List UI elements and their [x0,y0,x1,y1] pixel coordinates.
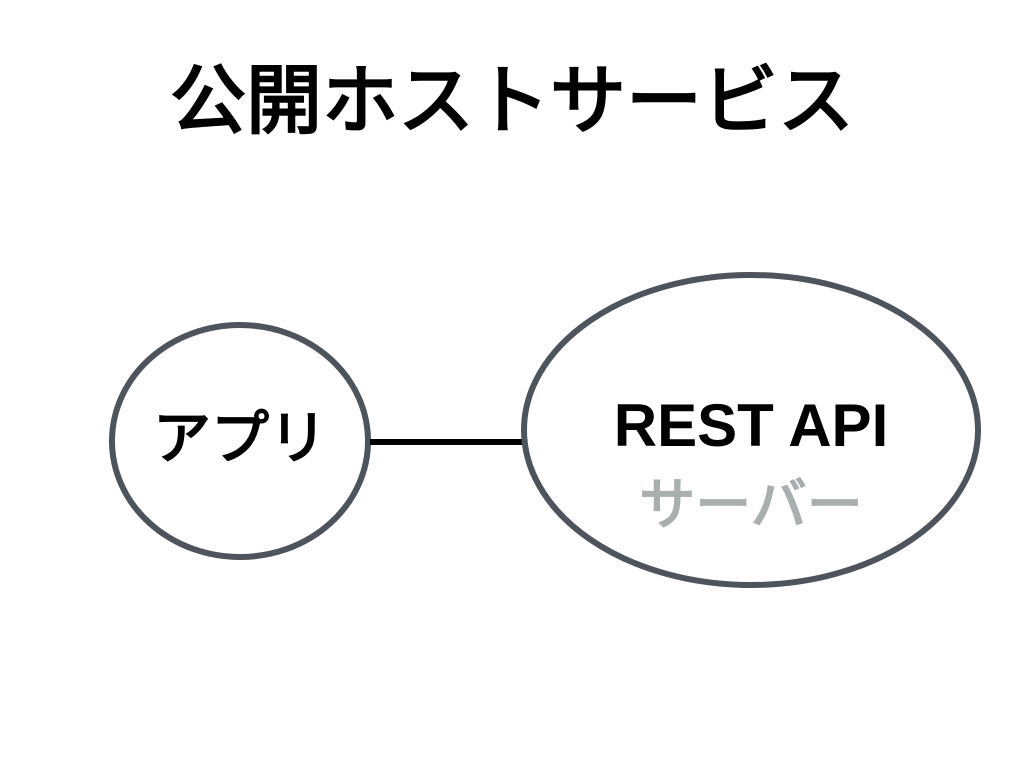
node-app-shape[interactable] [109,322,371,560]
page-title: 公開ホストサービス [170,59,854,144]
node-rest-api-server-label-secondary: サーバー [639,473,863,536]
node-rest-api-server-label-primary: REST API [613,392,889,459]
node-app-label: アプリ [152,406,327,471]
node-rest-api-server-shape[interactable] [521,272,981,588]
